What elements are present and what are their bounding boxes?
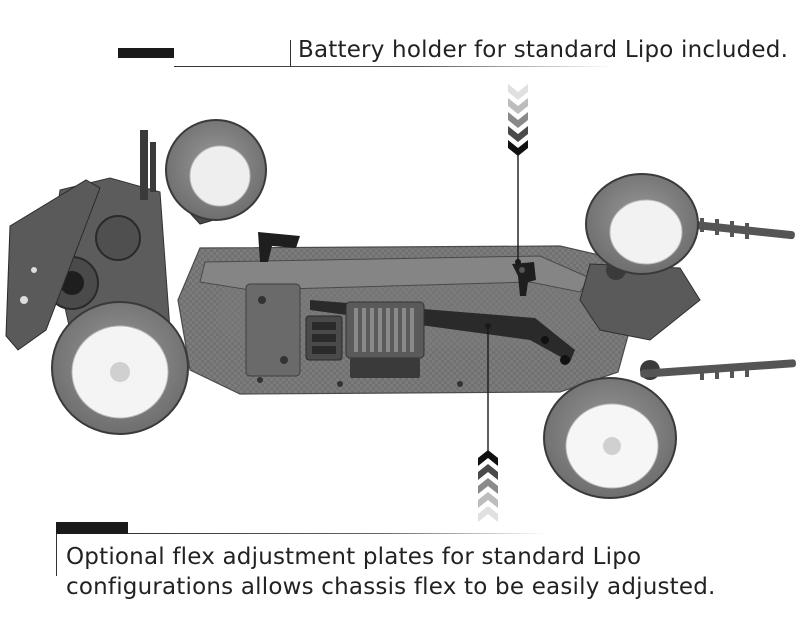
caption-line-1: Optional flex adjustment plates for stan… <box>66 544 642 570</box>
front-right-wheel <box>585 173 699 275</box>
front-suspension <box>579 216 796 380</box>
flex-plate-callout: Optional flex adjustment plates for stan… <box>56 522 756 622</box>
caption-line-2: configurations allows chassis flex to be… <box>66 574 716 600</box>
top-deck <box>199 255 591 293</box>
callout-tick <box>290 40 291 67</box>
battery-holder-caption: Battery holder for standard Lipo include… <box>298 37 789 63</box>
esc-unit <box>305 301 425 378</box>
rear-right-wheel <box>165 119 267 221</box>
flex-plate-caption: Optional flex adjustment plates for stan… <box>66 542 716 602</box>
callout-rule <box>174 66 614 67</box>
servo-block <box>245 283 301 377</box>
callout-bar <box>56 522 128 534</box>
rear-bumper <box>5 179 101 351</box>
rear-left-wheel <box>51 301 189 435</box>
battery-holder <box>258 232 536 296</box>
flex-plate-leader <box>478 323 498 522</box>
callout-rule <box>128 533 548 534</box>
callout-tick <box>56 534 57 576</box>
front-left-wheel <box>543 377 677 499</box>
battery-holder-callout: Battery holder for standard Lipo include… <box>118 36 788 70</box>
callout-bar <box>118 48 174 58</box>
battery-holder-leader <box>508 84 528 265</box>
